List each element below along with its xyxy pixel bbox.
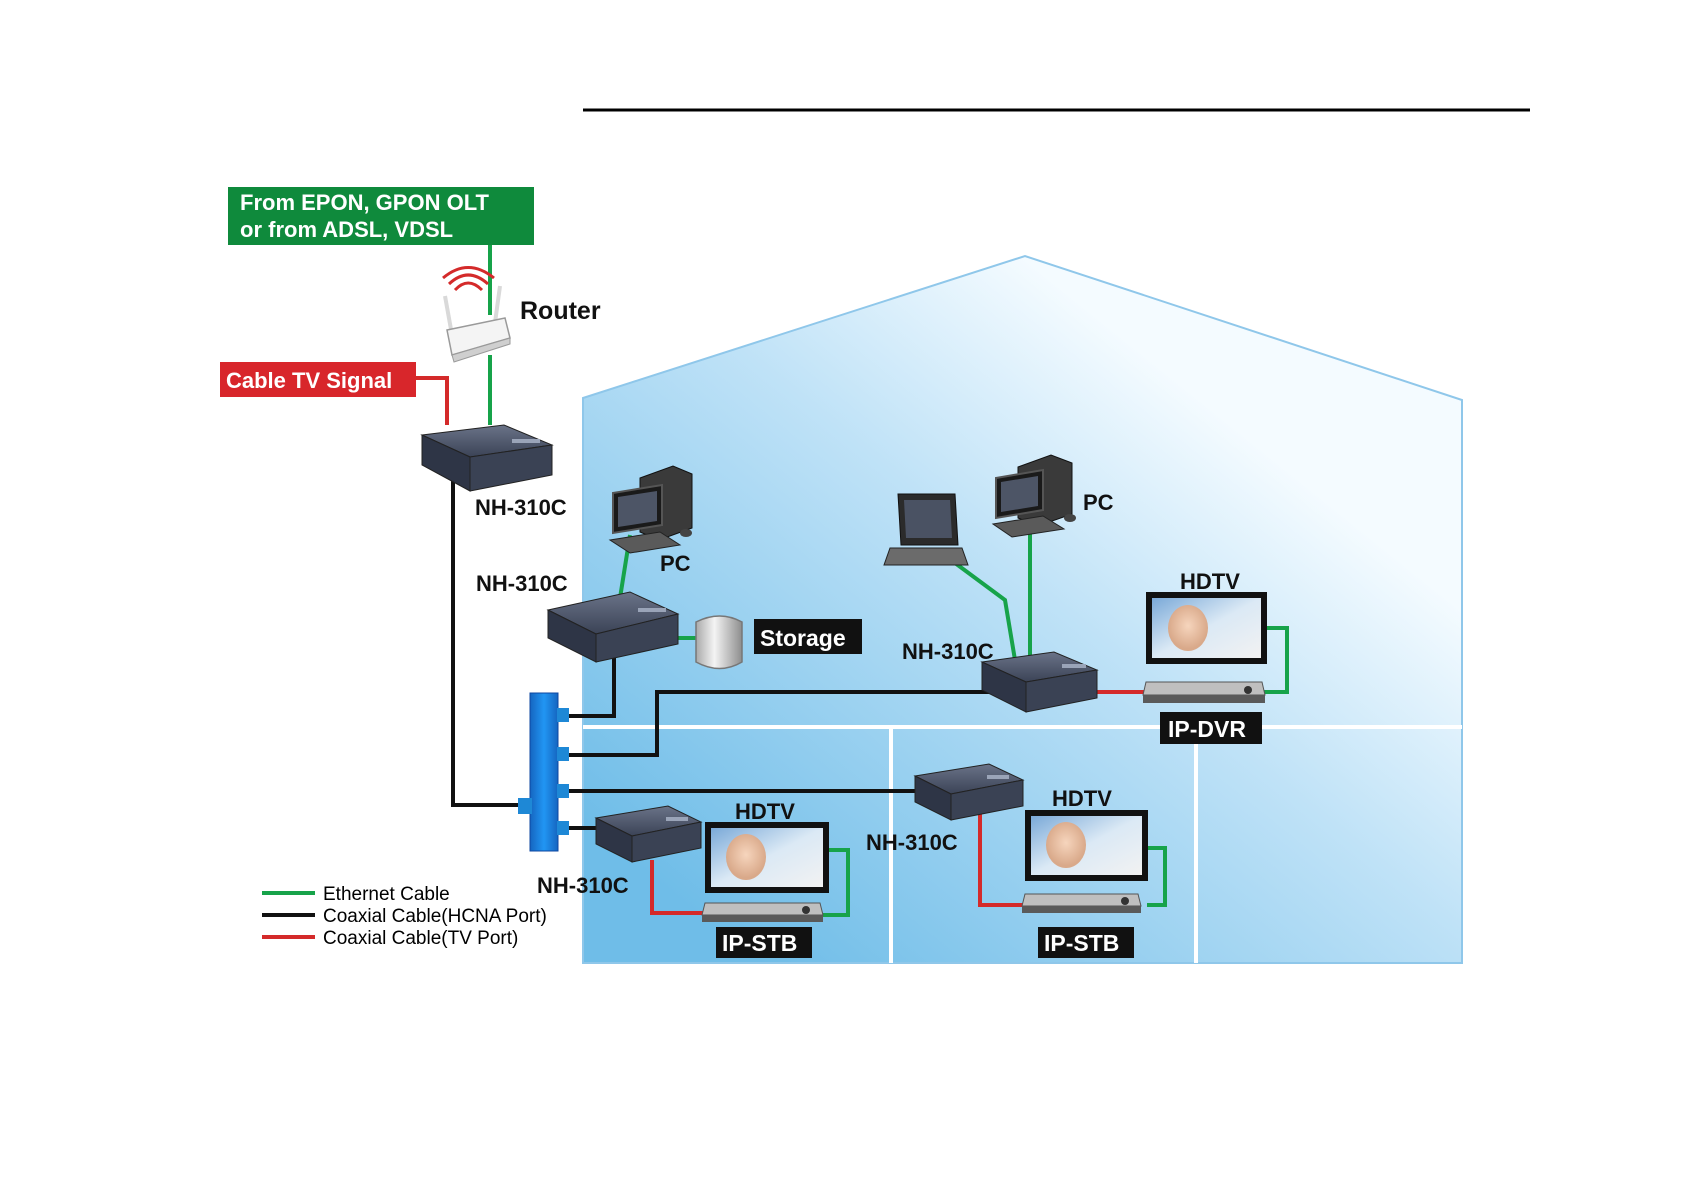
nh310c-label-bedroom-left: NH-310C: [537, 873, 629, 898]
source-box-line1: From EPON, GPON OLT: [240, 190, 490, 215]
storage-icon: [696, 616, 742, 669]
router-label: Router: [520, 297, 601, 325]
cable-tv-signal-box: Cable TV Signal: [220, 362, 416, 397]
legend-label-tv: Coaxial Cable(TV Port): [323, 928, 518, 949]
nh310c-device-main: [422, 425, 552, 491]
nh310c-label-living: NH-310C: [902, 639, 994, 664]
nh310c-label-office: NH-310C: [476, 571, 568, 596]
router-device: Router: [443, 268, 601, 363]
pc-label-office: PC: [660, 551, 691, 576]
source-box: From EPON, GPON OLT or from ADSL, VDSL: [228, 187, 534, 245]
hdtv-bedroom-left-icon: [705, 822, 829, 893]
hdtv-label-living: HDTV: [1180, 569, 1240, 594]
pc-label-living: PC: [1083, 490, 1114, 515]
cable-tv-label: Cable TV Signal: [226, 368, 392, 393]
ip-stb-mid-device: [1022, 894, 1141, 913]
legend: Ethernet Cable Coaxial Cable(HCNA Port) …: [262, 884, 547, 949]
hdtv-living-icon: [1146, 592, 1267, 664]
hdtv-bedroom-mid-icon: [1025, 810, 1148, 881]
hdtv-label-bedroom-mid: HDTV: [1052, 786, 1112, 811]
source-box-line2: or from ADSL, VDSL: [240, 217, 453, 242]
ip-stb-mid-label: IP-STB: [1044, 930, 1119, 956]
wifi-icon: [443, 268, 494, 291]
splitter: [518, 693, 569, 851]
nh310c-label-main: NH-310C: [475, 495, 567, 520]
ip-dvr-label: IP-DVR: [1168, 716, 1246, 742]
ip-stb-left-label-box: IP-STB: [716, 927, 812, 958]
ip-dvr-device: [1143, 682, 1265, 703]
ip-stb-left-label: IP-STB: [722, 930, 797, 956]
legend-label-hcna: Coaxial Cable(HCNA Port): [323, 906, 547, 927]
ip-stb-mid-label-box: IP-STB: [1038, 927, 1134, 958]
storage-label-box: Storage: [754, 619, 862, 654]
legend-label-ethernet: Ethernet Cable: [323, 884, 450, 905]
storage-label: Storage: [760, 625, 846, 651]
hdtv-label-bedroom-left: HDTV: [735, 799, 795, 824]
ip-stb-left-device: [702, 903, 823, 922]
nh310c-label-bedroom-mid: NH-310C: [866, 830, 958, 855]
ip-dvr-label-box: IP-DVR: [1160, 712, 1262, 744]
